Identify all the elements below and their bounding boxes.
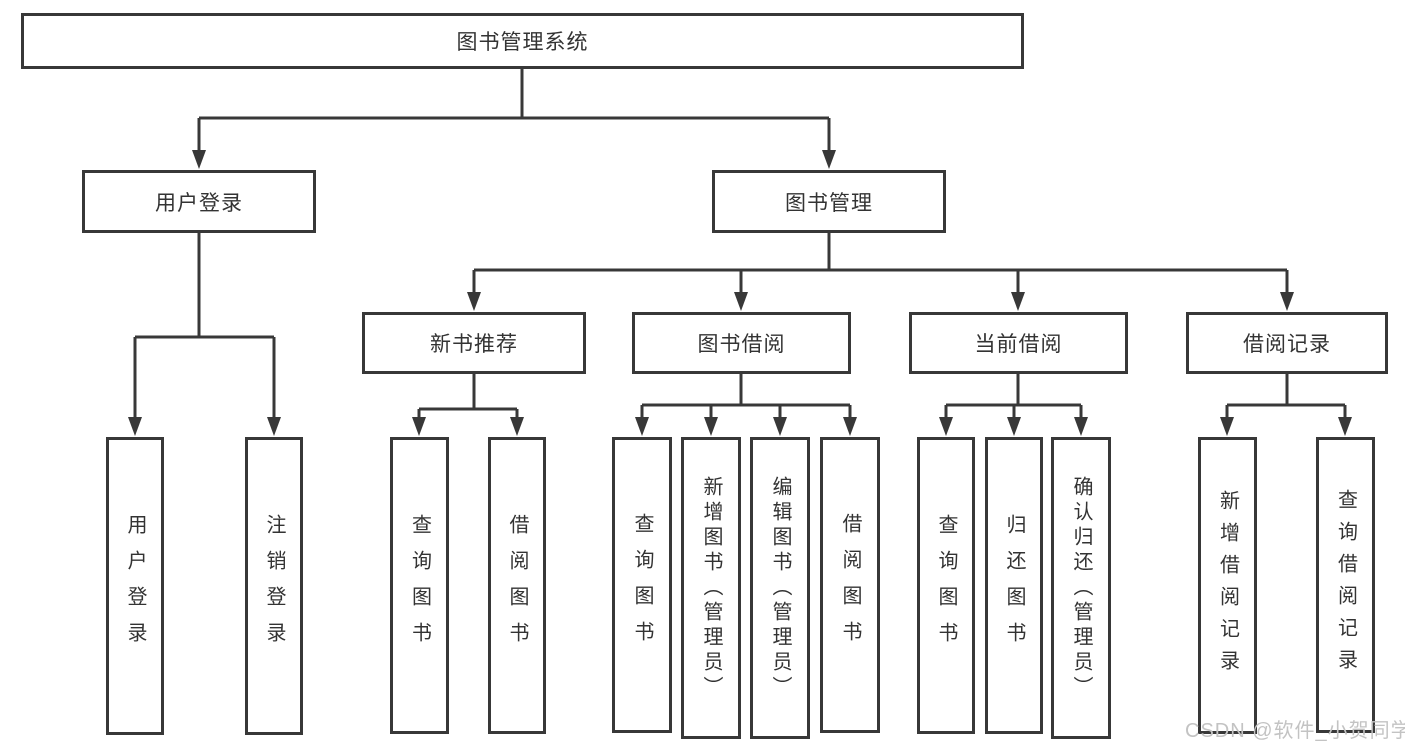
node-borrowing-records: 借阅记录 bbox=[1186, 312, 1388, 374]
arrowheads bbox=[128, 150, 1352, 436]
leaf-logout: 注销登录 bbox=[245, 437, 303, 735]
leaf-borrow-books-newbook: 借阅图书 bbox=[488, 437, 546, 734]
leaf-query-books-borrowing: 查询图书 bbox=[612, 437, 672, 733]
leaf-query-books-current: 查询图书 bbox=[917, 437, 975, 734]
node-new-book-recommend: 新书推荐 bbox=[362, 312, 586, 374]
leaf-user-login: 用户登录 bbox=[106, 437, 164, 735]
leaf-query-borrow-record: 查询借阅记录 bbox=[1316, 437, 1375, 733]
leaf-add-books-admin: 新增图书（管理员） bbox=[681, 437, 741, 739]
csdn-watermark: CSDN @软件_小贺同学 bbox=[1185, 720, 1405, 742]
leaf-edit-books-admin: 编辑图书（管理员） bbox=[750, 437, 810, 739]
node-library-management-system: 图书管理系统 bbox=[21, 13, 1024, 69]
node-book-management: 图书管理 bbox=[712, 170, 946, 233]
leaf-borrow-books-borrowing: 借阅图书 bbox=[820, 437, 880, 733]
leaf-add-borrow-record: 新增借阅记录 bbox=[1198, 437, 1257, 734]
leaf-query-books-newbook: 查询图书 bbox=[390, 437, 449, 734]
node-current-borrowing: 当前借阅 bbox=[909, 312, 1128, 374]
leaf-confirm-return-admin: 确认归还（管理员） bbox=[1051, 437, 1111, 739]
node-book-borrowing: 图书借阅 bbox=[632, 312, 851, 374]
leaf-return-books: 归还图书 bbox=[985, 437, 1043, 734]
node-user-login: 用户登录 bbox=[82, 170, 316, 233]
